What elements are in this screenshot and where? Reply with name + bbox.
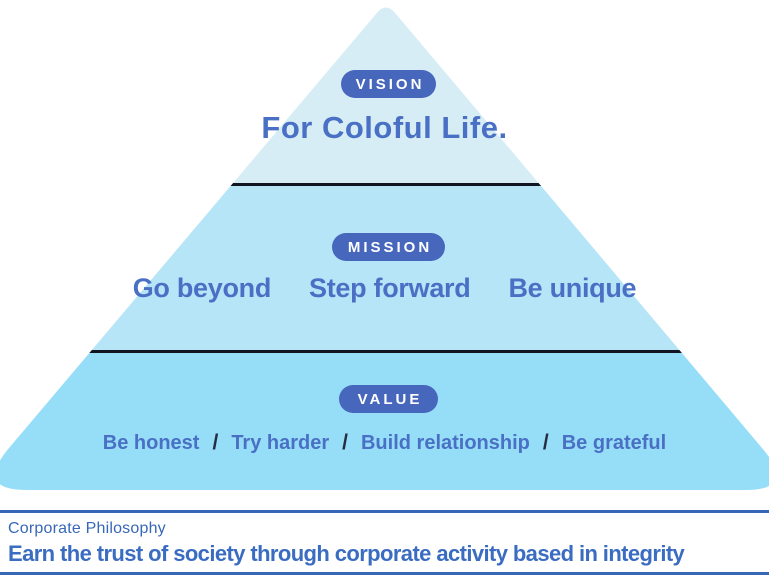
mission-item: Go beyond [132,273,272,303]
value-item: Build relationship [360,431,530,454]
footer-top-rule [0,510,769,513]
mission-items: Go beyond Step forward Be unique [0,273,769,304]
footer-label: Corporate Philosophy [8,520,166,537]
mission-badge: MISSION [332,233,445,261]
divider-vision-mission [0,183,769,186]
value-item: Be honest [102,431,200,454]
footer-statement: Earn the trust of society through corpor… [8,541,685,566]
value-item: Try harder [231,431,330,454]
tier-mission-shape [0,184,769,351]
value-separator-slash: / [342,431,348,454]
value-item: Be grateful [561,431,667,454]
mission-item: Step forward [309,273,471,303]
value-items: Be honest / Try harder / Build relations… [0,431,769,455]
mission-item: Be unique [508,273,637,303]
vision-badge-label: VISION [355,75,425,93]
value-badge-label: VALUE [357,390,423,408]
footer-bottom-rule [0,572,769,575]
tier-value-shape [0,351,769,490]
vision-badge: VISION [341,70,436,98]
value-separator-slash: / [212,431,219,454]
mission-badge-label: MISSION [347,238,433,256]
value-badge: VALUE [339,385,438,413]
value-separator-slash: / [542,431,549,454]
vision-statement: For Coloful Life. [261,110,508,145]
divider-mission-value [0,350,769,353]
